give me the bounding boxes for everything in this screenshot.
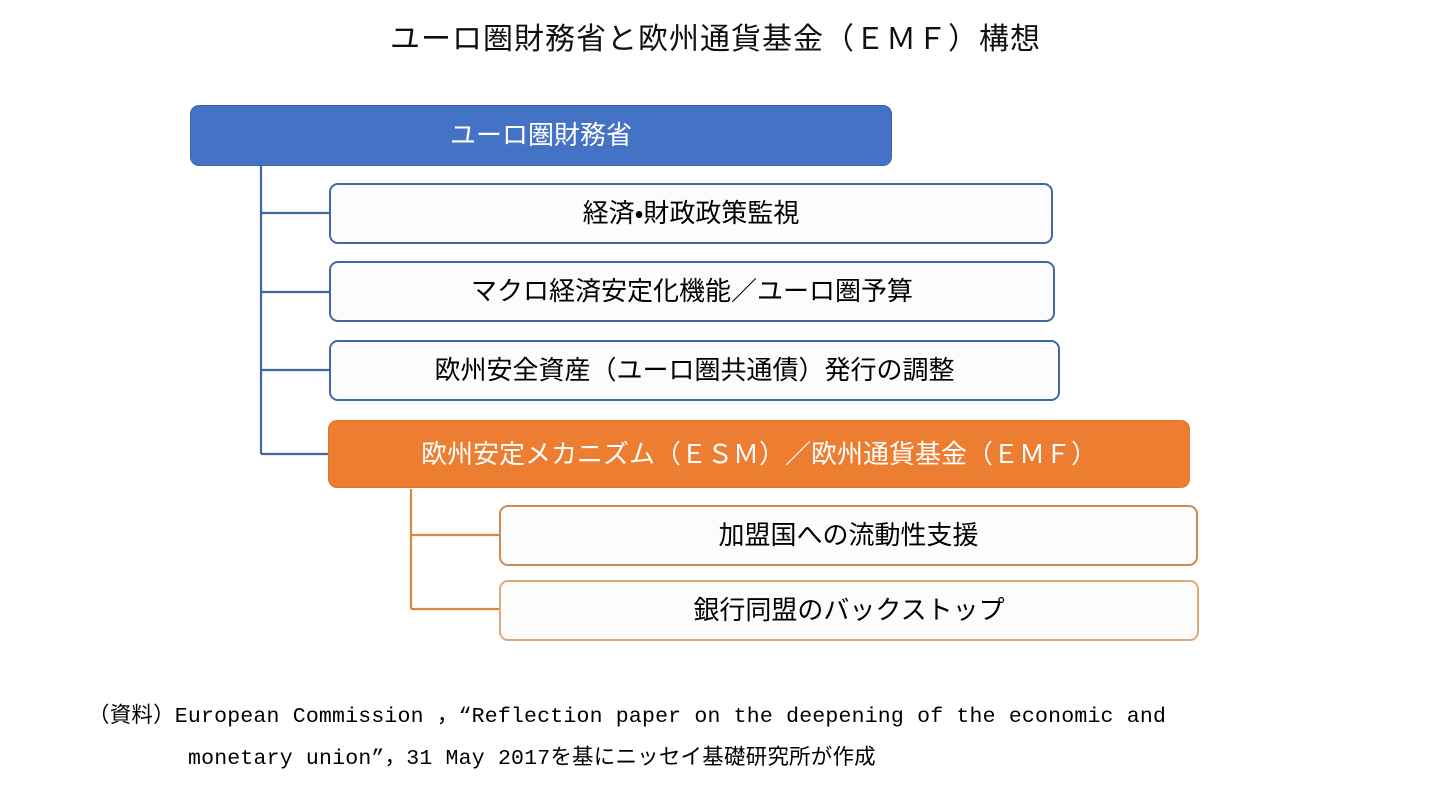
org-chart-diagram: ユーロ圏財務省 経済・財政政策監視 マクロ経済安定化機能／ユーロ圏予算 欧州安全… [190, 105, 1199, 641]
node-label: 加盟国への流動性支援 [718, 520, 979, 551]
node-banking-union-backstop[interactable]: 銀行同盟のバックストップ [499, 580, 1199, 641]
source-note-line-1: （資料）European Commission ，“Reflection pap… [88, 705, 1167, 729]
node-label: 銀行同盟のバックストップ [693, 595, 1005, 626]
node-esm-emf[interactable]: 欧州安定メカニズム（ＥＳＭ）／欧州通貨基金（ＥＭＦ） [328, 420, 1190, 488]
node-liquidity-support-member-states[interactable]: 加盟国への流動性支援 [499, 505, 1198, 566]
node-label: 欧州安定メカニズム（ＥＳＭ）／欧州通貨基金（ＥＭＦ） [420, 438, 1097, 469]
source-note-line-2: monetary union”，31 May 2017を基にニッセイ基礎研究所が… [188, 746, 876, 771]
node-label: マクロ経済安定化機能／ユーロ圏予算 [470, 276, 913, 307]
node-label: 経済・財政政策監視 [582, 198, 800, 229]
node-label: ユーロ圏財務省 [449, 120, 632, 151]
node-european-safe-asset-issuance[interactable]: 欧州安全資産（ユーロ圏共通債）発行の調整 [329, 340, 1060, 401]
node-macro-stabilisation-eurozone-budget[interactable]: マクロ経済安定化機能／ユーロ圏予算 [329, 261, 1055, 322]
source-note: （資料）European Commission ，“Reflection pap… [88, 697, 1358, 781]
node-eurozone-finance-ministry[interactable]: ユーロ圏財務省 [190, 105, 892, 166]
node-economic-fiscal-policy-surveillance[interactable]: 経済・財政政策監視 [329, 183, 1053, 244]
page-title: ユーロ圏財務省と欧州通貨基金（ＥＭＦ）構想 [390, 23, 1041, 56]
node-label: 欧州安全資産（ユーロ圏共通債）発行の調整 [434, 355, 955, 386]
